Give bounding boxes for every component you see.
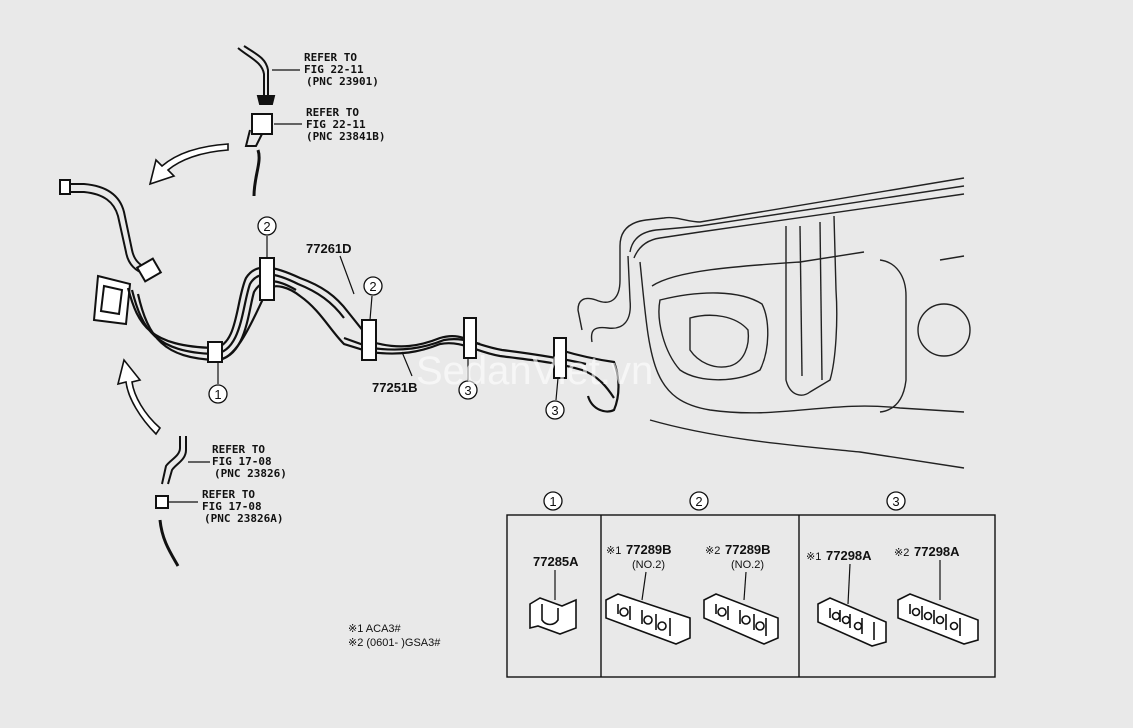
legend-mark-2a: ※1 — [606, 545, 621, 557]
clamp-3a — [463, 317, 477, 359]
legend-part-77298A-2: 77298A — [914, 544, 960, 559]
legend-part-77285A: 77285A — [533, 554, 579, 569]
ref-label-1: REFER TO FIG 22-11 (PNC 23901) — [304, 51, 379, 88]
legend-part-77298A-1: 77298A — [826, 548, 872, 563]
ref-label-3: REFER TO FIG 17-08 (PNC 23826) — [212, 443, 287, 480]
legend-part-77289B-2: 77289B — [725, 542, 771, 557]
fuel-hose-left — [59, 179, 163, 283]
callout-3a: 3 — [458, 358, 478, 400]
legend-header-2: 2 — [689, 491, 709, 511]
svg-text:※2 (0601- )GSA3#: ※2 (0601- )GSA3# — [348, 637, 441, 649]
svg-text:1: 1 — [549, 494, 556, 509]
clamp-77289B-2-shape — [703, 593, 779, 645]
legend-mark-3a: ※1 — [806, 551, 821, 563]
svg-text:3: 3 — [892, 494, 899, 509]
ref-label-4: REFER TO FIG 17-08 (PNC 23826A) — [202, 488, 283, 525]
watermark: SedanViet.vn — [416, 349, 653, 393]
svg-text:REFER TO: REFER TO — [306, 106, 359, 119]
clamp-77285A-shape — [529, 597, 577, 635]
fuel-hose-top-part — [237, 45, 276, 105]
svg-text:(PNC 23826): (PNC 23826) — [214, 467, 287, 480]
legend-sub-2a: (NO.2) — [632, 559, 665, 571]
part-77251B-label: 77251B — [372, 380, 418, 395]
svg-text:2: 2 — [369, 279, 376, 294]
svg-text:3: 3 — [464, 383, 471, 398]
svg-text:REFER TO: REFER TO — [212, 443, 265, 456]
legend-header-3: 3 — [886, 491, 906, 511]
legend-part-77289B-1: 77289B — [626, 542, 672, 557]
callout-1: 1 — [208, 362, 228, 404]
svg-text:1: 1 — [214, 387, 221, 402]
clamp-77298A-2-shape — [897, 593, 979, 645]
legend-header-1: 1 — [543, 491, 563, 511]
leader-77251B — [401, 351, 413, 377]
model-notes: ※1 ACA3# ※2 (0601- )GSA3# — [348, 623, 441, 649]
clamp-legend-table — [506, 514, 996, 678]
leader-77261D — [339, 255, 355, 295]
legend-sub-2b: (NO.2) — [731, 559, 764, 571]
direction-arrow-upper — [148, 143, 229, 186]
fuel-connector-top-part — [244, 113, 273, 197]
legend-mark-3b: ※2 — [894, 547, 909, 559]
svg-text:(PNC 23841B): (PNC 23841B) — [306, 130, 385, 143]
legend-mark-2b: ※2 — [705, 545, 720, 557]
callout-3b: 3 — [545, 377, 565, 420]
clamp-77289B-1-shape — [605, 593, 691, 645]
clamp-2a — [259, 257, 275, 301]
callout-2a: 2 — [257, 216, 277, 258]
clamp-1 — [207, 341, 223, 363]
svg-text:(PNC 23826A): (PNC 23826A) — [204, 512, 283, 525]
vehicle-body-outline — [577, 177, 971, 469]
svg-text:2: 2 — [695, 494, 702, 509]
svg-text:FIG 22-11: FIG 22-11 — [306, 118, 366, 131]
svg-text:FIG 17-08: FIG 17-08 — [202, 500, 262, 513]
callout-2b: 2 — [363, 276, 383, 321]
direction-arrow-lower — [116, 358, 162, 436]
svg-text:FIG 17-08: FIG 17-08 — [212, 455, 272, 468]
fuel-connector-bottom-part — [155, 495, 180, 567]
ref-label-2: REFER TO FIG 22-11 (PNC 23841B) — [306, 106, 385, 143]
svg-text:※1 ACA3#: ※1 ACA3# — [348, 623, 402, 635]
svg-text:3: 3 — [551, 403, 558, 418]
clamp-2b — [361, 319, 377, 361]
fuel-filler-connector — [92, 274, 132, 326]
fuel-hose-bottom-part — [161, 436, 187, 485]
svg-text:REFER TO: REFER TO — [202, 488, 255, 501]
part-77261D-label: 77261D — [306, 241, 352, 256]
svg-text:2: 2 — [263, 219, 270, 234]
svg-text:REFER TO: REFER TO — [304, 51, 357, 64]
svg-text:FIG 22-11: FIG 22-11 — [304, 63, 364, 76]
clamp-77298A-1-shape — [817, 597, 887, 647]
clamp-3b — [553, 337, 567, 379]
svg-text:(PNC 23901): (PNC 23901) — [306, 75, 379, 88]
